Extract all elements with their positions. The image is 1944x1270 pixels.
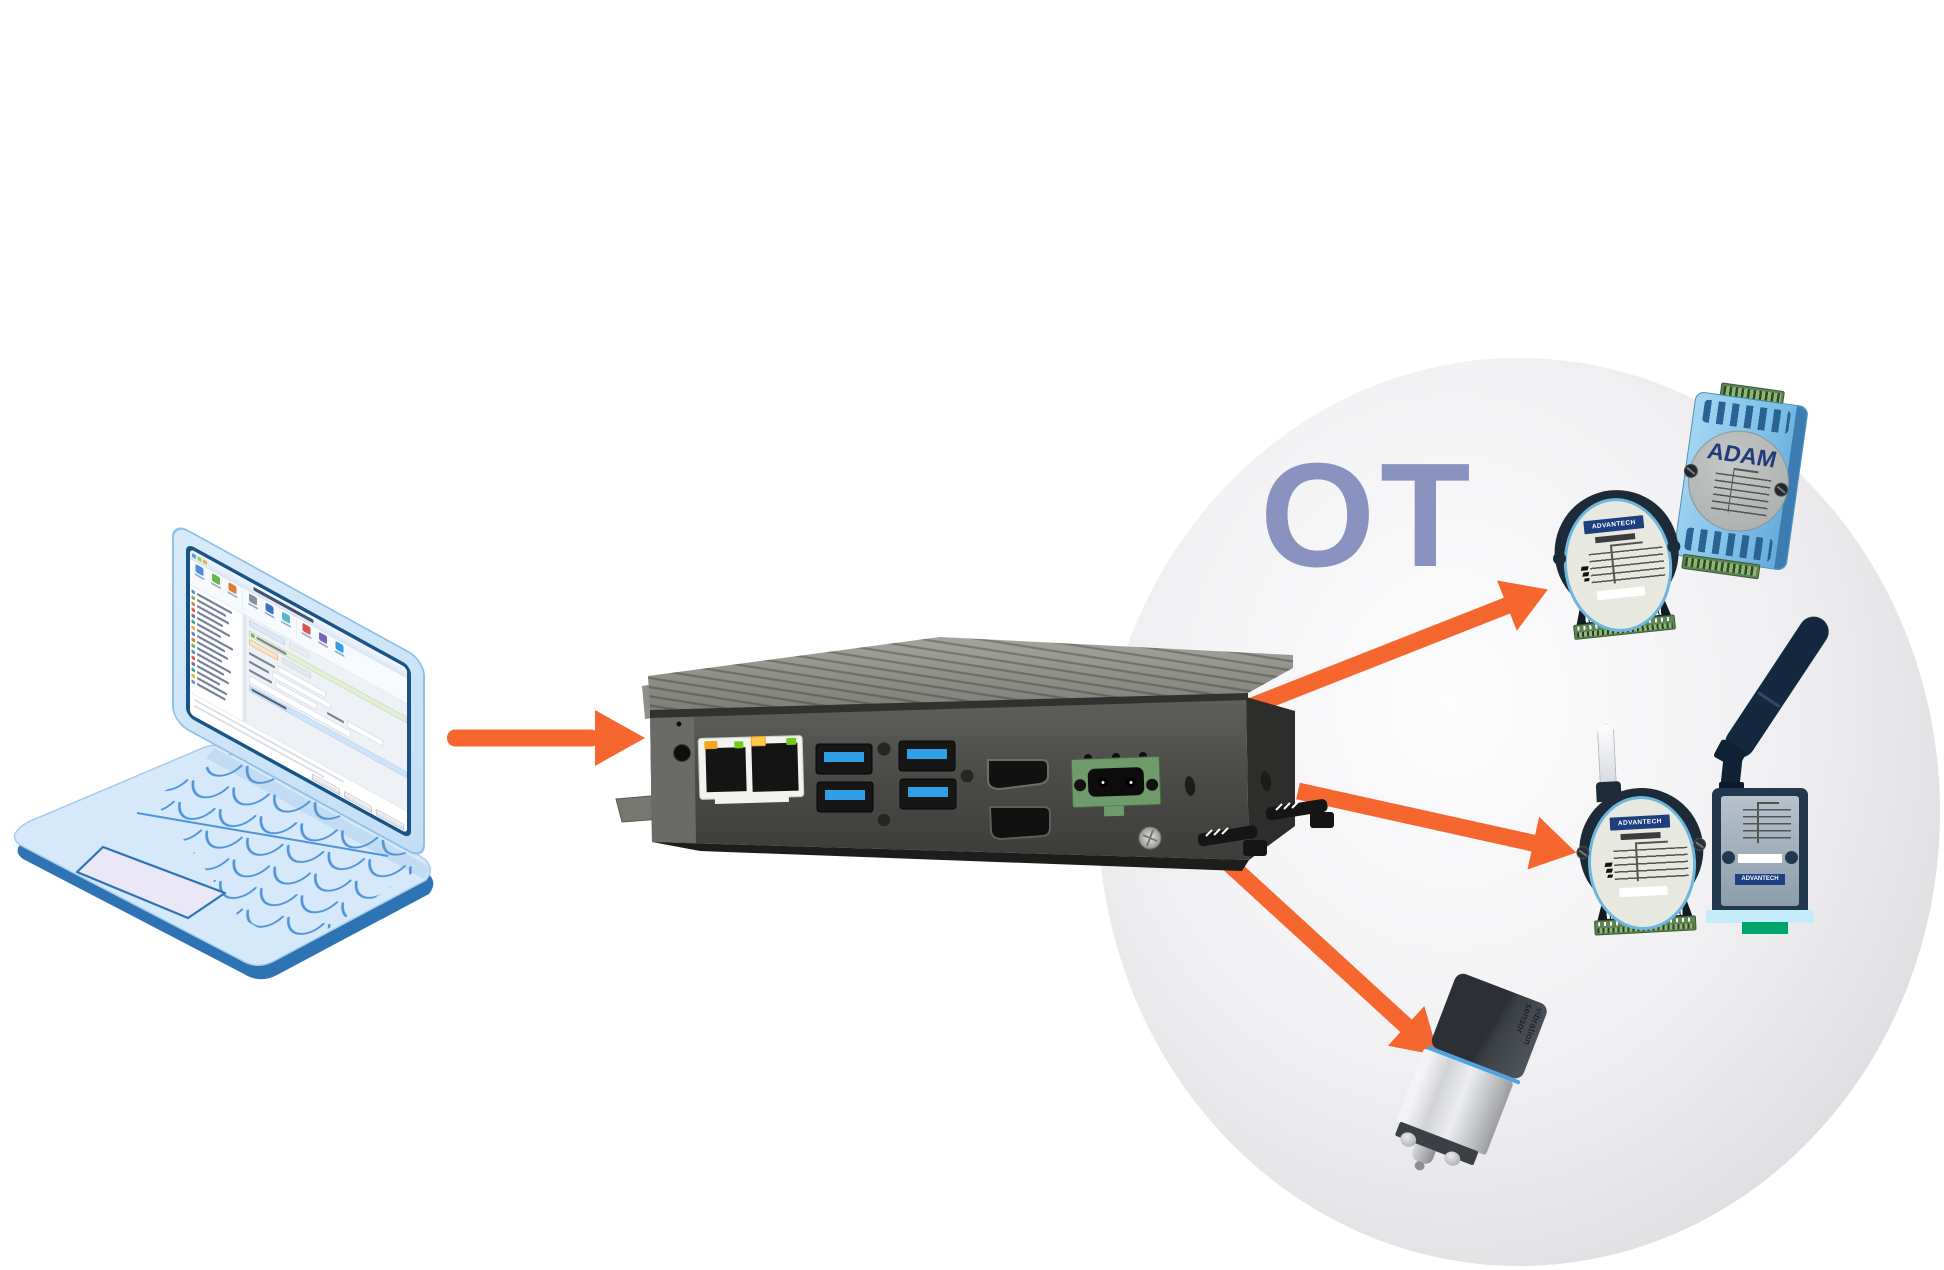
arrow-laptop-to-gateway	[447, 710, 645, 766]
panel-screw	[959, 768, 975, 784]
io-module-notch	[1666, 539, 1682, 554]
device-bottom-lip	[652, 842, 1249, 871]
wireless-node-base-strip	[1706, 910, 1814, 923]
vibration-sensor-label: vibration sensor	[1513, 1001, 1545, 1047]
displayport	[988, 806, 1051, 841]
adam-spec-lines	[1710, 472, 1772, 518]
side-slot	[1184, 776, 1196, 796]
usb3-tongue	[907, 749, 947, 759]
advantech-label: ADVANTECH	[1609, 814, 1671, 831]
lan-port-2	[751, 742, 799, 792]
panel-screw	[876, 812, 892, 828]
lan1-activity-led	[704, 740, 718, 750]
wireless-node-panel: ADVANTECH	[1721, 796, 1799, 906]
antenna-mount	[1719, 782, 1744, 791]
terminal-screw	[1074, 779, 1087, 792]
line-out-jack	[673, 744, 691, 762]
io-module-spec-lines	[1613, 846, 1689, 883]
power-terminal-block	[1070, 756, 1162, 817]
reset-pinhole	[676, 721, 682, 727]
wireless-node-connector	[1742, 922, 1788, 934]
laptop-keyboard-keys	[152, 754, 426, 950]
hdmi-port	[987, 759, 1049, 791]
usb4-tongue	[908, 787, 948, 797]
device-front-left-band	[650, 712, 696, 843]
panel-screw	[876, 741, 892, 757]
lan1-link-led	[734, 741, 744, 749]
wireless-node-spec-lines	[1743, 802, 1791, 843]
adam-body: ADAM	[1673, 390, 1809, 572]
mounting-bracket	[1197, 825, 1267, 856]
keyboard-ridge-line	[136, 812, 389, 857]
adam-label-circle: ADAM	[1681, 424, 1796, 539]
lan-port-group	[697, 735, 805, 804]
arrow-gateway-to-vibration-sensor	[1218, 852, 1439, 1056]
arrow-gateway-to-wireless-io	[1296, 782, 1577, 870]
mounting-bracket	[1265, 799, 1334, 828]
laptop-trackpad	[75, 845, 227, 920]
lan-port-1	[705, 747, 747, 793]
usb2-tongue	[825, 790, 865, 800]
terminal-socket	[1087, 767, 1145, 797]
lan2-activity-led	[750, 736, 766, 747]
remote-io-module: ADVANTECH	[1548, 483, 1688, 646]
lan2-link-led	[786, 737, 797, 745]
wireless-sensor-node: ADVANTECH	[1712, 788, 1808, 922]
wireless-io-module: ADVANTECH	[1576, 785, 1708, 941]
side-slot	[1260, 771, 1272, 791]
terminal-screw	[1146, 778, 1159, 791]
heatsink-fins	[648, 637, 1293, 710]
adam-vent-top	[1701, 399, 1792, 435]
ot-zone-label: OT	[1260, 433, 1476, 598]
usb-port-group	[815, 740, 957, 813]
advantech-label: ADVANTECH	[1583, 515, 1645, 535]
advantech-label: ADVANTECH	[1735, 874, 1785, 885]
lan-bezel-tab	[714, 792, 789, 804]
usb1-tongue	[824, 752, 864, 762]
io-module-spec-lines	[1588, 546, 1666, 586]
arrow-gateway-to-io-module	[1248, 580, 1548, 714]
terminal-tab	[1103, 805, 1125, 817]
